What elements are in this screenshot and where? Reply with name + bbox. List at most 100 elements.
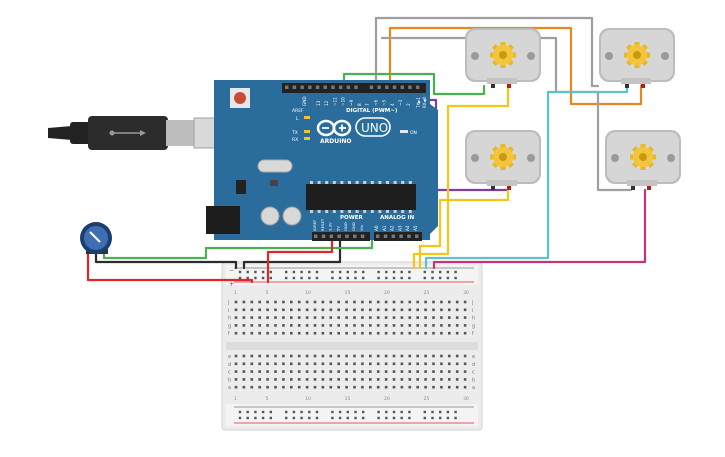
analog-pin-label: A2 xyxy=(390,225,395,231)
digital-pin-label: 12 xyxy=(324,100,329,106)
dc-motor-top-left[interactable] xyxy=(465,28,541,88)
power-pin-label: RESET xyxy=(320,218,325,231)
rx-led-label: RX xyxy=(292,137,298,143)
digital-pin-label: 2 xyxy=(406,103,411,106)
tx-led-label: TX xyxy=(291,130,298,136)
row-letter: b xyxy=(472,377,475,383)
column-number: 10 xyxy=(305,396,311,402)
row-letter: i xyxy=(472,308,473,314)
on-label: ON xyxy=(410,130,417,136)
motor-gear-icon xyxy=(490,144,516,170)
row-letter: d xyxy=(228,362,231,368)
dc-motor-bottom-left[interactable] xyxy=(465,130,541,190)
column-number: 15 xyxy=(345,396,351,402)
green-wire-analog xyxy=(102,238,374,260)
column-number: 15 xyxy=(345,290,351,296)
analog-header xyxy=(374,232,422,241)
digital-label: DIGITAL (PWM~) xyxy=(346,108,398,114)
row-letter: j xyxy=(227,300,229,306)
row-letter: g xyxy=(228,323,231,329)
wires xyxy=(86,16,647,284)
row-letter: f xyxy=(472,331,474,337)
digital-pin-label: ~6 xyxy=(373,99,378,106)
row-letter: f xyxy=(228,331,230,337)
usb-icon xyxy=(109,130,146,136)
row-letter: a xyxy=(228,385,231,391)
top-rail-holes xyxy=(238,270,457,280)
dc-motor-top-right[interactable] xyxy=(599,28,675,88)
gnd-pin-label: GND xyxy=(302,96,307,106)
digital-pin-label: 8 xyxy=(357,103,362,106)
green-wire-top xyxy=(342,72,486,97)
arduino-brand: ARDUINO xyxy=(320,138,351,145)
motor-gear-icon xyxy=(490,42,516,68)
row-letter: c xyxy=(472,370,475,376)
digital-pin-label: 7 xyxy=(365,103,370,106)
motor-gear-icon xyxy=(630,144,656,170)
column-number: 25 xyxy=(424,396,430,402)
red-wire-5v xyxy=(266,238,334,284)
gray-wire-motor-tr xyxy=(374,16,600,97)
digital-pin-label: ~3 xyxy=(398,99,403,106)
terminal-strip-top xyxy=(234,300,467,335)
microcontroller-chip xyxy=(306,184,416,210)
row-letter: i xyxy=(228,308,229,314)
terminal-strip-bottom xyxy=(234,354,467,389)
serial-pin-label: RX◀0 xyxy=(422,96,427,108)
digital-pin-label: ~10 xyxy=(341,97,346,106)
power-header xyxy=(312,232,370,241)
black-wire xyxy=(242,238,342,270)
column-number: 30 xyxy=(463,396,469,402)
potentiometer[interactable] xyxy=(80,222,112,254)
analog-in-label: ANALOG IN xyxy=(380,215,415,221)
rail-plus-label: + xyxy=(229,281,234,288)
power-pin-label: GND xyxy=(351,222,356,231)
row-letter: h xyxy=(228,316,231,322)
dc-motors xyxy=(465,28,681,190)
analog-pin-label: A3 xyxy=(397,225,402,231)
bottom-rail-holes xyxy=(238,410,457,420)
power-pin-label: IOREF xyxy=(312,220,317,231)
column-number: 10 xyxy=(305,290,311,296)
column-number: 25 xyxy=(424,290,430,296)
digital-pin-label: 4 xyxy=(390,103,395,106)
dc-motor-bottom-right[interactable] xyxy=(605,130,681,190)
analog-pin-label: A0 xyxy=(374,225,379,231)
reset-button[interactable] xyxy=(234,92,246,104)
column-number: 1 xyxy=(234,290,237,296)
power-pin-label: Vin xyxy=(359,224,364,231)
power-pin-label: 5V xyxy=(335,226,340,231)
power-label: POWER xyxy=(340,215,364,221)
digital-header xyxy=(282,83,426,93)
red-wire-pot xyxy=(86,252,254,284)
digital-pin-label: 13 xyxy=(316,100,321,106)
power-pin-label: 3.3V xyxy=(328,222,333,231)
yellow-wire-2 xyxy=(418,188,510,270)
digital-pin-label: ~11 xyxy=(332,97,337,106)
rail-minus-label: − xyxy=(229,267,234,274)
column-number: 5 xyxy=(266,290,269,296)
column-number: 5 xyxy=(266,396,269,402)
row-letter: d xyxy=(472,362,475,368)
uno-label: UNO xyxy=(361,121,388,135)
analog-pin-label: A1 xyxy=(382,225,387,231)
magenta-wire xyxy=(432,188,647,270)
aref-label: AREF xyxy=(292,108,304,114)
power-jack xyxy=(206,206,240,234)
arduino-logo-icon xyxy=(316,119,352,137)
row-letter: h xyxy=(472,316,475,322)
serial-pin-label: TX▶1 xyxy=(416,97,421,109)
usb-cable xyxy=(48,116,233,150)
digital-pin-label: ~9 xyxy=(349,99,354,106)
analog-pin-label: A4 xyxy=(405,225,410,231)
black-wire-pot xyxy=(94,252,238,270)
motor-gear-icon xyxy=(624,42,650,68)
